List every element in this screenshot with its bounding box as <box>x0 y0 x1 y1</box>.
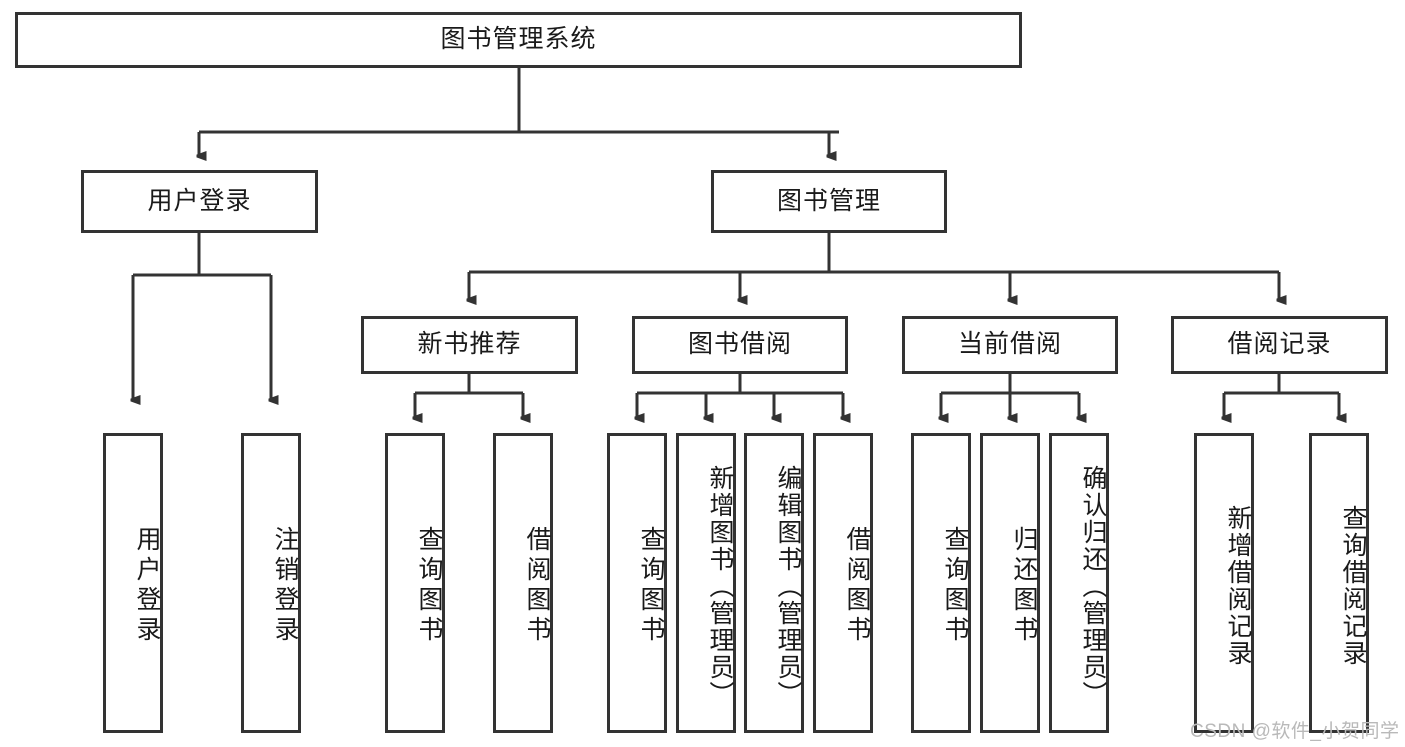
leaf-query-book-borrow[interactable]: 查询图书 <box>607 433 667 733</box>
leaf-label: 查询借阅记录 <box>1339 505 1367 667</box>
node-user-login[interactable]: 用户登录 <box>81 170 318 233</box>
node-book-management[interactable]: 图书管理 <box>711 170 947 233</box>
leaf-label: 新增图书（管理员） <box>706 464 734 708</box>
leaf-query-borrow-record[interactable]: 查询借阅记录 <box>1309 433 1369 733</box>
leaf-label: 编辑图书（管理员） <box>774 464 802 708</box>
watermark: CSDN @软件_小贺同学 <box>1190 721 1400 742</box>
leaf-borrow-book-new[interactable]: 借阅图书 <box>493 433 553 733</box>
leaf-label: 查询图书 <box>941 526 969 646</box>
leaf-label: 借阅图书 <box>523 526 551 646</box>
leaf-logout[interactable]: 注销登录 <box>241 433 301 733</box>
leaf-label: 借阅图书 <box>843 526 871 646</box>
leaf-add-book-admin[interactable]: 新增图书（管理员） <box>676 433 736 733</box>
leaf-label: 用户登录 <box>133 526 161 646</box>
leaf-label: 查询图书 <box>637 526 665 646</box>
leaf-borrow-book[interactable]: 借阅图书 <box>813 433 873 733</box>
leaf-label: 注销登录 <box>271 526 299 646</box>
node-current-borrow[interactable]: 当前借阅 <box>902 316 1118 374</box>
leaf-user-login[interactable]: 用户登录 <box>103 433 163 733</box>
node-borrow-record[interactable]: 借阅记录 <box>1171 316 1388 374</box>
leaf-return-book[interactable]: 归还图书 <box>980 433 1040 733</box>
leaf-label: 查询图书 <box>415 526 443 646</box>
node-book-borrow[interactable]: 图书借阅 <box>632 316 848 374</box>
leaf-query-book-new[interactable]: 查询图书 <box>385 433 445 733</box>
leaf-label: 确认归还（管理员） <box>1079 464 1107 708</box>
leaf-label: 归还图书 <box>1010 526 1038 646</box>
leaf-label: 新增借阅记录 <box>1224 505 1252 667</box>
leaf-add-borrow-record[interactable]: 新增借阅记录 <box>1194 433 1254 733</box>
node-root[interactable]: 图书管理系统 <box>15 12 1022 68</box>
leaf-confirm-return-admin[interactable]: 确认归还（管理员） <box>1049 433 1109 733</box>
leaf-edit-book-admin[interactable]: 编辑图书（管理员） <box>744 433 804 733</box>
leaf-query-book-current[interactable]: 查询图书 <box>911 433 971 733</box>
node-new-book-recommend[interactable]: 新书推荐 <box>361 316 578 374</box>
